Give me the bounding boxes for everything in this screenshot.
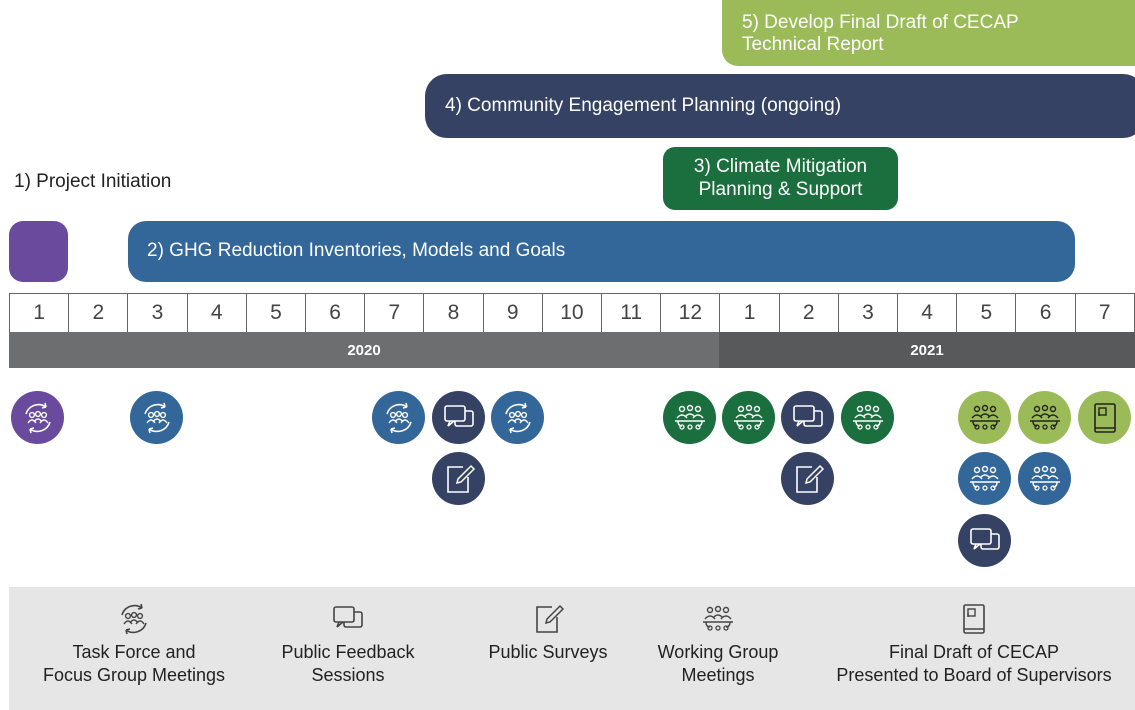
phase-1-label: 1) Project Initiation — [14, 171, 172, 192]
task-force-meeting-icon — [372, 391, 425, 444]
phase-2-label: 2) GHG Reduction Inventories, Models and… — [147, 240, 566, 262]
public-survey-icon — [530, 601, 566, 637]
month-cell: 2 — [780, 294, 839, 332]
task-force-icon — [116, 601, 152, 637]
month-cell: 2 — [69, 294, 129, 332]
month-cell: 8 — [424, 294, 484, 332]
final-draft-icon — [1078, 391, 1131, 444]
month-axis: 1 2 3 4 5 6 7 8 9 10 11 12 1 2 3 4 5 6 7 — [9, 293, 1135, 332]
month-cell: 3 — [839, 294, 899, 332]
month-cell: 5 — [957, 294, 1017, 332]
legend-working-group: Working Group Meetings — [623, 587, 813, 710]
year-2021-band: 2021 — [719, 332, 1135, 368]
legend-working-group-label: Working Group Meetings — [657, 642, 779, 686]
legend-public-surveys: Public Surveys — [453, 587, 643, 710]
public-feedback-icon — [330, 601, 366, 637]
legend-final-draft: Final Draft of CECAP Presented to Board … — [819, 587, 1129, 710]
phase-3-bar: 3) Climate Mitigation Planning & Support — [663, 147, 898, 210]
working-group-icon — [722, 391, 775, 444]
month-cell: 4 — [188, 294, 247, 332]
legend-final-draft-label: Final Draft of CECAP Presented to Board … — [836, 642, 1112, 686]
working-group-icon — [663, 391, 716, 444]
legend-public-surveys-label: Public Surveys — [488, 642, 608, 662]
month-cell: 11 — [602, 294, 662, 332]
legend-task-force: Task Force and Focus Group Meetings — [29, 587, 239, 710]
task-force-meeting-icon — [491, 391, 544, 444]
month-cell: 4 — [898, 294, 958, 332]
month-cell: 6 — [1016, 294, 1076, 332]
phase-5-label: 5) Develop Final Draft of CECAP Technica… — [742, 12, 1019, 56]
month-cell: 3 — [128, 294, 188, 332]
phase-2-bar: 2) GHG Reduction Inventories, Models and… — [128, 221, 1075, 282]
month-cell: 1 — [720, 294, 780, 332]
month-cell: 12 — [661, 294, 721, 332]
phase-1-bar — [9, 221, 68, 282]
legend-public-feedback: Public Feedback Sessions — [253, 587, 443, 710]
working-group-icon — [700, 601, 736, 637]
phase-4-bar: 4) Community Engagement Planning (ongoin… — [425, 74, 1135, 138]
month-cell: 1 — [10, 294, 70, 332]
month-cell: 5 — [247, 294, 307, 332]
year-axis: 2020 2021 — [9, 332, 1135, 368]
public-survey-icon — [432, 452, 485, 505]
month-cell: 10 — [543, 294, 603, 332]
public-survey-icon — [781, 452, 834, 505]
legend: Task Force and Focus Group Meetings Publ… — [9, 587, 1135, 710]
phase-4-label: 4) Community Engagement Planning (ongoin… — [445, 94, 842, 116]
task-force-meeting-icon — [11, 391, 64, 444]
public-feedback-icon — [432, 391, 485, 444]
legend-task-force-label: Task Force and Focus Group Meetings — [42, 642, 226, 686]
public-feedback-icon — [781, 391, 834, 444]
public-feedback-icon — [958, 514, 1011, 567]
task-force-meeting-icon — [130, 391, 183, 444]
phase-3-label: 3) Climate Mitigation Planning & Support — [693, 156, 868, 200]
phase-5-bar: 5) Develop Final Draft of CECAP Technica… — [722, 0, 1135, 66]
working-group-icon — [1018, 391, 1071, 444]
month-cell: 9 — [484, 294, 543, 332]
final-draft-icon — [956, 601, 992, 637]
working-group-icon — [958, 452, 1011, 505]
working-group-icon — [841, 391, 894, 444]
month-cell: 6 — [306, 294, 366, 332]
working-group-icon — [1018, 452, 1071, 505]
legend-public-feedback-label: Public Feedback Sessions — [281, 642, 415, 686]
month-cell: 7 — [1076, 294, 1135, 332]
working-group-icon — [958, 391, 1011, 444]
month-cell: 7 — [365, 294, 425, 332]
year-2020-band: 2020 — [9, 332, 719, 368]
